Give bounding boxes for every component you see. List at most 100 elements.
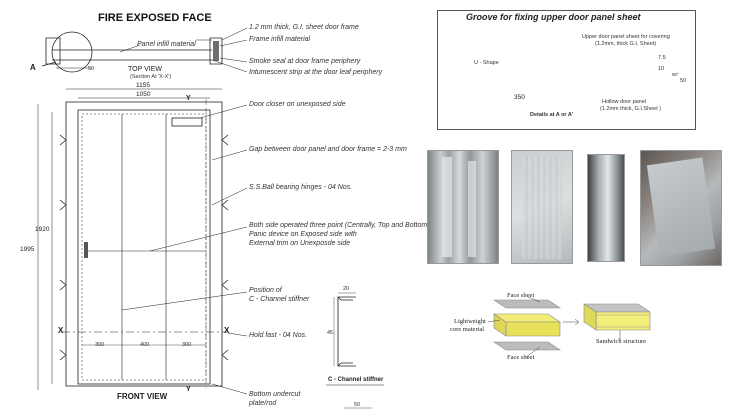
sandwich-core-1: Lightweight [454,318,486,325]
hold-fast-right-2 [221,199,229,211]
sandwich-face-bottom: Face sheet [507,354,535,361]
mark-x-left: X [58,326,64,335]
sandwich-face-top: Face sheet [507,292,535,299]
door-leaf [77,109,211,385]
groove-detail-panel [437,10,696,130]
bay-dim-2: 400 [140,342,150,348]
hold-fast-right-3 [221,279,229,291]
groove-title: Groove for fixing upper door panel sheet [466,12,641,22]
leader-three-point [149,226,248,252]
hold-fast-right-1 [221,134,229,146]
hold-fast-left-1 [59,134,67,146]
leader-gap [211,149,248,161]
door-frame [65,101,223,387]
mark-y-bottom: Y [186,386,191,393]
sandwich-structure-label: Sandwich structure [596,338,647,345]
photo-door-panel-open [427,150,499,264]
mark-x-right: X [224,326,230,335]
groove-hollow-1: Hollow door panel [602,99,647,105]
photo-door-panel-holes [640,150,722,266]
label-gi-frame: 1.2 mm thick, G.I. sheet door frame [249,24,359,31]
c-channel-title: C - Channel stiffner [328,377,384,383]
leader-hinges [211,187,248,206]
groove-u-shape: U - Shape [474,60,499,66]
c-channel-dim-50: 50 [354,402,361,408]
label-frame-infill: Frame infill material [249,36,311,43]
leader-panel-infill [119,44,141,53]
dim-overall-width-label: 1155 [136,82,150,89]
label-smoke-seal: Smoke seal at door frame periphery [249,58,361,65]
top-view-title: TOP VIEW [128,66,162,73]
label-three-point-1: Both side operated three point (Centrall… [249,222,430,229]
photo-door-panel-flat [511,150,573,264]
bay-dim-1: 300 [95,342,105,348]
sandwich-left-core-side [493,313,507,337]
c-channel-dim-20: 20 [343,286,350,292]
sandwich-leader-face-bottom [525,346,541,358]
groove-dim-10: 10 [658,66,665,72]
hold-fast-left-2 [59,199,67,211]
groove-upper-label-1: Upper door panel sheet for covering [582,34,670,40]
label-three-point-2: Panic device on Exposed side with [249,231,357,238]
dim-leaf-height-label: 1920 [35,226,50,233]
handle [84,242,88,258]
photo-door-edge [587,154,625,262]
mark-y-top: Y [186,95,191,102]
top-view-dim-50: 50 [88,66,95,72]
groove-dim-50: 50 [680,78,687,84]
top-view-detail-a [41,61,57,67]
sandwich-leader-face-top [527,296,541,303]
sandwich-leader-core [487,319,501,323]
c-channel-dim-45: 45 [327,330,334,336]
label-intumescent: Intumescent strip at the door leaf perip… [249,69,383,76]
leader-smoke-seal [219,57,248,63]
c-channel-profile [337,296,356,367]
label-panel-infill: Panel infill material [137,41,196,48]
label-undercut-1: Bottom undercut [249,391,301,398]
sandwich-core-2: core material [450,326,485,333]
label-three-point-3: External trim on Unexposde side [249,240,351,247]
top-view-frame-right [209,37,223,65]
hold-fast-left-4 [59,349,67,361]
mark-a: A [30,63,36,72]
door-leaf-inner [81,113,207,381]
sandwich-left-bottom-sheet [493,341,561,351]
leader-undercut [211,383,248,395]
top-view-frame-left [45,37,61,65]
groove-dim-7-5: 7.5 [658,55,666,61]
front-view-title: FRONT VIEW [117,392,168,401]
label-door-closer: Door closer on unexposed side [249,101,346,108]
hold-fast-right-4 [221,349,229,361]
sandwich-right-side [583,303,597,331]
sandwich-arrow [563,318,580,326]
leader-door-closer [199,104,248,119]
groove-upper-label-2: (1.2mm, thick G.I. Sheet) [595,41,657,47]
leader-hold-fast [227,332,248,337]
drawing-title: FIRE EXPOSED FACE [98,12,212,24]
sandwich-left-top-sheet [493,299,561,309]
leader-gi-frame [221,27,248,41]
leader-frame-infill [219,39,248,47]
hold-fast-left-3 [59,279,67,291]
top-view-subtitle: (Section At 'X-X') [130,74,172,80]
dim-overall-height-label: 1995 [20,246,35,253]
groove-dim-90: 90° [672,72,679,77]
groove-caption: Details at A or A' [530,112,574,118]
label-hold-fast: Hold fast - 04 Nos. [249,332,307,339]
sandwich-left-core-front [505,321,561,337]
leader-intumescent [211,59,248,73]
label-hinges: S.S.Ball bearing hinges - 04 Nos. [249,184,353,191]
label-channel-pos-1: Position of [249,287,282,294]
leader-channel [121,291,248,311]
label-undercut-2: plate/rod [249,400,277,407]
groove-dim-350: 350 [514,94,525,101]
bay-dim-3: 300 [182,342,192,348]
top-view-detail-circle [51,31,93,73]
dim-leaf-width-label: 1050 [136,91,151,98]
door-closer [171,117,203,127]
top-view-frame-infill-right [213,41,219,61]
label-gap: Gap between door panel and door frame = … [249,146,407,153]
groove-hollow-2: (1.2mm thick, G.I.Sheet ) [600,106,662,112]
label-channel-pos-2: C - Channel stiffner [249,296,310,303]
